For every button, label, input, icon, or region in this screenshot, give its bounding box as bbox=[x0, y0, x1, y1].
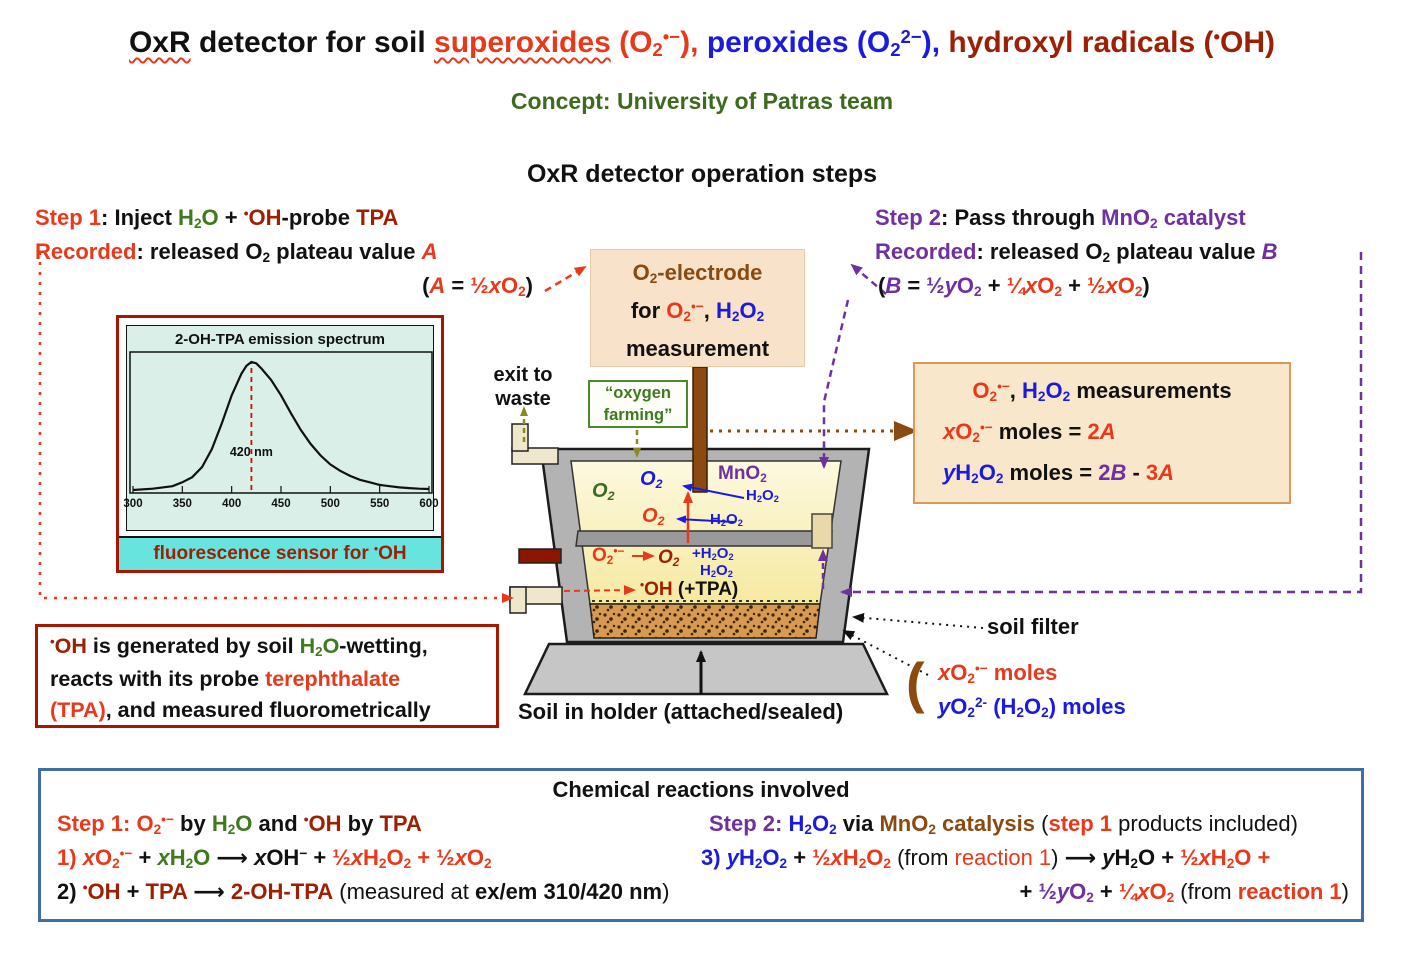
x-tick-label: 600 bbox=[419, 498, 439, 510]
step2-recorded: Recorded: released O2 plateau value B bbox=[875, 239, 1278, 265]
oh-tpa-label: •OH (+TPA) bbox=[640, 579, 739, 600]
reaction-3-line2: + ½yO2 + ¼xO2 (from reaction 1) bbox=[1019, 879, 1350, 905]
electrode-box: O2-electrode for O2•−, H2O2 measurement bbox=[590, 249, 805, 367]
sensor-port bbox=[518, 548, 562, 564]
exit-to-waste-label: exit to waste bbox=[493, 364, 553, 410]
x-tick-label: 550 bbox=[370, 498, 390, 510]
reactions-box: Chemical reactions involved Step 1: O2•−… bbox=[38, 768, 1364, 922]
soil-holder-label: Soil in holder (attached/sealed) bbox=[518, 699, 844, 724]
mno2-valve bbox=[811, 513, 833, 549]
h2o2-product-label-2: H2O2 bbox=[700, 562, 733, 580]
reactions-title: Chemical reactions involved bbox=[552, 777, 850, 802]
vessel-base bbox=[523, 642, 889, 696]
emission-spectrum-panel: 2-OH-TPA emission spectrum 420 nm 300 350… bbox=[116, 315, 444, 573]
measurements-box: O2•−, H2O2 measurements xO2•− moles = 2A… bbox=[913, 362, 1291, 504]
peak-annotation: 420 nm bbox=[230, 445, 273, 459]
electrode-pointer-red bbox=[544, 265, 587, 293]
peroxide-moles-equation: yH2O2 moles = 2B - 3A bbox=[943, 460, 1175, 486]
superoxide-moles-equation: xO2•− moles = 2A bbox=[943, 419, 1116, 445]
exit-pipe-v bbox=[511, 423, 529, 452]
x-tick-label: 500 bbox=[320, 498, 340, 510]
reaction-step1-heading: Step 1: O2•− by H2O and •OH by TPA bbox=[57, 811, 422, 837]
spectrum-x-axis: 300 350 400 450 500 550 600 bbox=[123, 498, 438, 514]
oh-info-box: •OH is generated by soil H2O-wetting, re… bbox=[35, 624, 499, 728]
x-tick-label: 350 bbox=[172, 498, 192, 510]
separator-bar bbox=[575, 530, 833, 547]
step1-formula: (A = ½xO2) bbox=[422, 273, 533, 299]
reaction-1: 1) xO2•− + xH2O ⟶ xOH− + ½xH2O2 + ½xO2 bbox=[57, 845, 492, 871]
o2-product-label: O2 bbox=[658, 547, 680, 569]
step2-heading: Step 2: Pass through MnO2 catalyst bbox=[875, 205, 1246, 231]
x-tick-label: 450 bbox=[271, 498, 291, 510]
soil-filter-leader bbox=[852, 612, 984, 629]
oxygen-farming-box: “oxygen farming” bbox=[588, 380, 688, 428]
oh-probe-arrow bbox=[563, 585, 636, 596]
exit-pipe-h bbox=[511, 447, 559, 465]
superoxide-moles-label: xO2•− moles bbox=[938, 660, 1058, 686]
page-title: OxR detector for soil superoxides (O2•−)… bbox=[128, 25, 1276, 61]
oh-info-line1: •OH is generated by soil H2O-wetting, bbox=[50, 634, 428, 659]
h2o2-label-2: H2O2 bbox=[710, 511, 743, 529]
superoxide-label: O2•− bbox=[592, 545, 625, 567]
step2-top-path bbox=[819, 299, 850, 469]
o2-label-blue: O2 bbox=[640, 468, 663, 491]
soil-filter-label: soil filter bbox=[987, 614, 1079, 639]
step1-heading: Step 1: Inject H2O + •OH-probe TPA bbox=[35, 205, 399, 231]
spectrum-title: 2-OH-TPA emission spectrum bbox=[174, 331, 386, 348]
ops-title: OxR detector operation steps bbox=[526, 160, 878, 188]
x-tick-label: 400 bbox=[222, 498, 242, 510]
peroxide-moles-label: yO22- (H2O2) moles bbox=[938, 694, 1126, 720]
o2-label-red: O2 bbox=[642, 505, 665, 528]
reaction-3-line1: 3) yH2O2 + ½xH2O2 (from reaction 1) ⟶ yH… bbox=[701, 845, 1271, 871]
measurements-title: O2•−, H2O2 measurements bbox=[972, 378, 1232, 404]
h2o2-arrow-1 bbox=[682, 483, 745, 499]
reaction-step2-heading: Step 2: H2O2 via MnO2 catalysis (step 1 … bbox=[709, 811, 1298, 837]
step2-formula: (B = ½yO2 + ¼xO2 + ½xO2) bbox=[878, 273, 1150, 299]
moles-brace: ( bbox=[906, 651, 925, 714]
fluorescence-sensor-label: fluorescence sensor for •OH bbox=[119, 536, 441, 570]
h2o2-label-1: H2O2 bbox=[746, 487, 779, 505]
concept-subtitle: Concept: University of Patras team bbox=[510, 88, 894, 114]
electrode-line1: O2-electrode bbox=[632, 260, 763, 286]
oh-info-line3: (TPA), and measured fluorometrically bbox=[50, 698, 431, 722]
electrode-rod bbox=[692, 366, 708, 493]
emission-spectrum-chart: 2-OH-TPA emission spectrum 420 nm 300 350… bbox=[123, 325, 439, 531]
x-tick-label: 300 bbox=[123, 498, 143, 510]
reaction-2: 2) •OH + TPA ⟶ 2-OH-TPA (measured at ex/… bbox=[57, 879, 670, 904]
step1-recorded: Recorded: released O2 plateau value A bbox=[35, 239, 438, 265]
h2o2-product-label-1: +H2O2 bbox=[692, 545, 734, 563]
inlet-pipe-v bbox=[509, 586, 527, 614]
o2-label-green: O2 bbox=[592, 480, 615, 503]
oh-info-line2: reacts with its probe terephthalate bbox=[50, 667, 401, 691]
mno2-label: MnO2 bbox=[718, 463, 767, 485]
spectrum-plot: 420 nm bbox=[129, 351, 433, 494]
soil-band bbox=[589, 603, 821, 639]
inlet-pipe-h bbox=[509, 586, 563, 605]
electrode-line3: measurement bbox=[625, 336, 770, 361]
electrode-line2: for O2•−, H2O2 bbox=[630, 298, 765, 324]
